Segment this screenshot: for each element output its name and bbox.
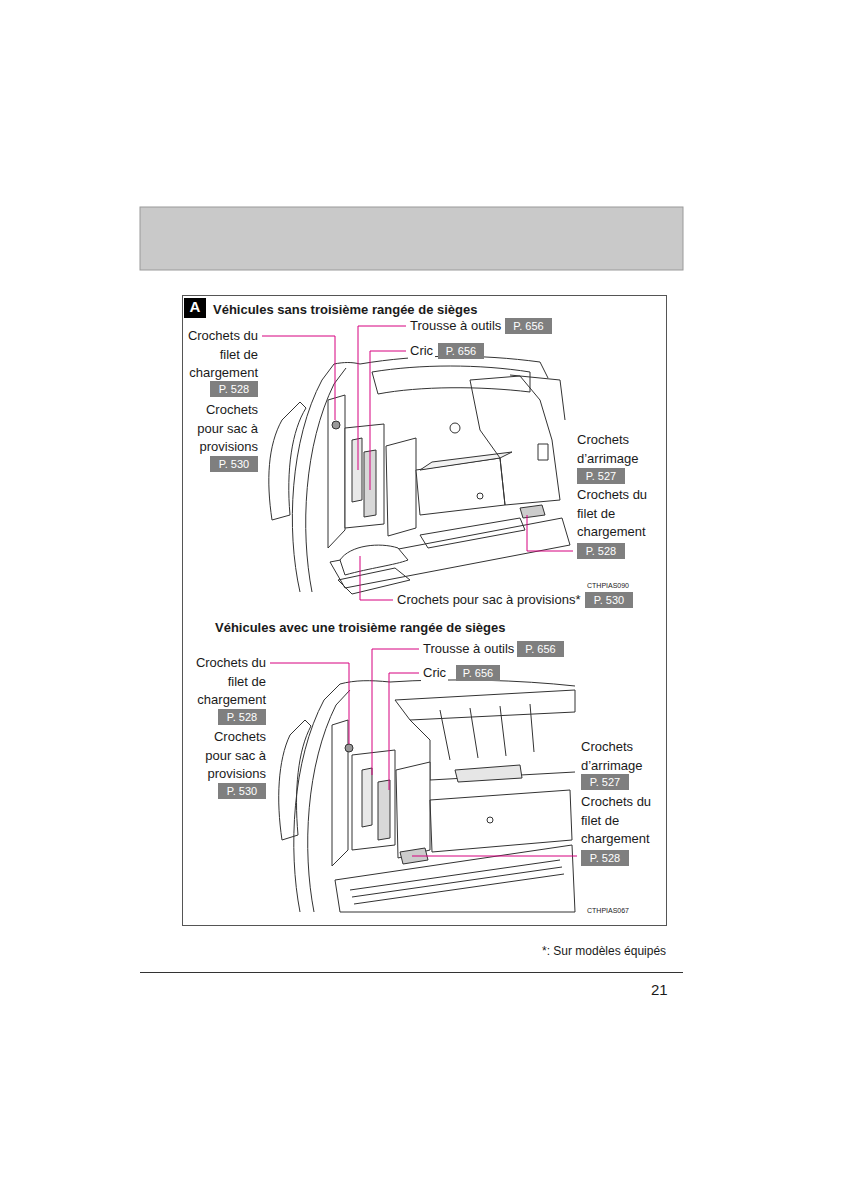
leader-line: [358, 326, 406, 470]
footer-rule: [140, 972, 683, 973]
leader-line: [370, 351, 406, 490]
roof-line: [360, 356, 548, 378]
roof-trim: [372, 366, 530, 394]
page-reference: P. 530: [210, 456, 258, 472]
cargo-floor: [335, 845, 575, 912]
part-label: Crochets pour sac à provisions: [178, 401, 258, 457]
latch: [538, 444, 548, 460]
page-reference: P. 656: [517, 641, 564, 657]
third-row-seatback: [395, 690, 575, 720]
leader-line: [360, 556, 393, 600]
page-number: 21: [651, 981, 668, 999]
section-heading: Véhicules sans troisième rangée de siège…: [213, 302, 477, 318]
page-reference: P. 530: [218, 783, 266, 799]
page-reference: P. 656: [456, 665, 500, 681]
part-label: Crochets d’arrimage: [581, 738, 661, 775]
header-band: [140, 207, 683, 270]
figure-code: CTHPIAS090: [587, 581, 629, 590]
leader-line: [389, 673, 419, 790]
tail-light: [279, 720, 311, 840]
leader-line: [527, 515, 573, 551]
hook: [450, 423, 460, 433]
tail-light: [269, 402, 306, 520]
seat-head: [510, 375, 565, 420]
part-label: Crochets du filet de chargement: [178, 327, 258, 383]
part-label: Cric: [421, 664, 448, 682]
floor-hook: [520, 505, 545, 518]
hook: [477, 493, 483, 499]
part-label: Crochets d’arrimage: [577, 431, 657, 468]
cargo-floor: [330, 518, 570, 588]
page-reference: P. 527: [581, 774, 629, 790]
part-label: Trousse à outils: [408, 317, 503, 335]
compartment-lid: [386, 438, 416, 536]
part-label: Crochets du filet de chargement: [581, 793, 661, 849]
section-letter: A: [184, 298, 206, 316]
page-reference: P. 528: [210, 381, 258, 397]
part-label: Crochets pour sac à provisions: [186, 728, 266, 784]
trunk-illustration: [279, 680, 575, 912]
leader-line: [412, 856, 577, 857]
figure-code: CTHPIAS067: [587, 906, 629, 915]
part-label: Crochets du filet de chargement: [577, 486, 657, 542]
floor-panel: [420, 518, 525, 548]
footnote: *: Sur modèles équipés: [542, 942, 666, 960]
section-heading: Véhicules avec une troisième rangée de s…: [215, 620, 505, 636]
hook: [487, 817, 493, 823]
jack-compartment: [345, 424, 384, 528]
hook: [332, 421, 340, 429]
leader-line: [262, 336, 335, 420]
section-marker: A: [184, 298, 206, 318]
leader-line: [270, 663, 349, 744]
side-trim: [328, 395, 345, 548]
floor-ribs: [350, 860, 564, 904]
trunk-illustration: [269, 356, 570, 594]
rear-seat: [470, 376, 560, 505]
tool-bag: [352, 438, 362, 502]
frame: [183, 296, 667, 926]
part-label: Crochets du filet de chargement: [186, 654, 266, 710]
hook: [345, 744, 353, 752]
page-reference: P. 528: [581, 850, 629, 866]
side-wall: [430, 790, 572, 852]
tool-bag: [362, 768, 372, 827]
compartment-lid: [396, 762, 430, 858]
body-opening-inner: [306, 368, 346, 592]
part-label: Trousse à outils: [421, 640, 516, 658]
page-reference: P. 656: [505, 318, 552, 334]
part-label: Cric: [408, 342, 435, 360]
seat-panel: [455, 765, 522, 782]
page-reference: P. 530: [585, 592, 633, 608]
leader-line: [372, 649, 419, 775]
page-reference: P. 528: [577, 543, 625, 559]
page-reference: P. 527: [577, 468, 625, 484]
jack: [378, 780, 390, 840]
part-label: Crochets pour sac à provisions*: [395, 591, 583, 609]
page-reference: P. 656: [438, 343, 484, 359]
seat-lines: [440, 704, 534, 760]
side-trim: [332, 720, 348, 866]
page-reference: P. 528: [218, 709, 266, 725]
